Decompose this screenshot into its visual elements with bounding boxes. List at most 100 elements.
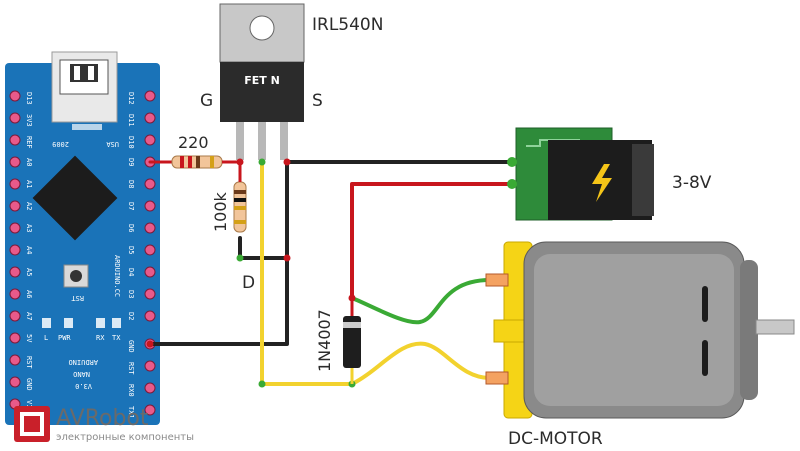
pin-3v3: 3V3 xyxy=(9,112,33,127)
drain-label: D xyxy=(242,273,255,293)
pulldown-resistor-label: 100k xyxy=(211,191,230,232)
power-label: 3-8V xyxy=(672,173,712,193)
avrobot-logo: AVRobot электронные компоненты xyxy=(14,406,194,443)
source-label: S xyxy=(312,91,323,111)
pin-d6: D6 xyxy=(127,222,156,234)
wire-ground-arduino xyxy=(148,160,289,346)
pin-a0: A0 xyxy=(9,156,33,168)
led-label-pwr: PWR xyxy=(58,334,71,342)
svg-text:D3: D3 xyxy=(127,290,135,298)
left-pin-header: D13 3V3 REF A0 A1 A2 A3 A4 A5 A6 A7 5V R… xyxy=(9,90,33,413)
svg-text:RST: RST xyxy=(127,362,135,375)
svg-text:A1: A1 xyxy=(25,180,33,188)
reset-label: RST xyxy=(71,294,84,302)
pin-d3: D3 xyxy=(127,288,156,300)
svg-text:A0: A0 xyxy=(25,158,33,166)
junction-source xyxy=(283,158,291,166)
svg-text:D7: D7 xyxy=(127,202,135,210)
dc-motor xyxy=(485,241,795,419)
svg-text:GND: GND xyxy=(25,378,33,391)
mosfet-body-label: FET N xyxy=(244,74,280,87)
svg-text:A2: A2 xyxy=(25,202,33,210)
pin-rst-left: RST xyxy=(9,354,33,369)
diode-label: 1N4007 xyxy=(315,309,334,372)
pin-d5: D5 xyxy=(127,244,156,256)
wire-positive-supply xyxy=(350,182,514,300)
gate-resistor xyxy=(171,155,240,169)
wire-green-motor xyxy=(350,278,492,325)
mosfet-irl540n: FET N xyxy=(219,3,305,160)
pin-d10: D10 xyxy=(127,134,156,149)
pin-d7: D7 xyxy=(127,200,156,212)
pin-d4: D4 xyxy=(127,266,156,278)
pin-a1: A1 xyxy=(9,178,33,190)
version-label: V3.0 xyxy=(75,382,92,390)
pin-d11: D11 xyxy=(127,112,156,127)
diode-1n4007 xyxy=(343,298,361,384)
pin-5v: 5V xyxy=(9,332,33,344)
junction-ground xyxy=(283,254,291,262)
nano-label: NANO xyxy=(73,370,90,378)
pin-ref: REF xyxy=(9,134,33,149)
svg-text:A7: A7 xyxy=(25,312,33,320)
svg-text:RST: RST xyxy=(25,356,33,369)
junction-drain xyxy=(258,158,266,166)
svg-text:GND: GND xyxy=(127,340,135,353)
pin-a3: A3 xyxy=(9,222,33,234)
pin-rst-right: RST xyxy=(127,360,156,375)
svg-text:5V: 5V xyxy=(25,334,33,343)
svg-text:D2: D2 xyxy=(127,312,135,320)
mosfet-model-label: IRL540N xyxy=(312,15,383,35)
chip-label-2009: 2009 xyxy=(52,140,69,148)
led-label-tx: TX xyxy=(112,334,121,342)
svg-text:REF: REF xyxy=(25,136,33,149)
arduino-label: ARDUINO xyxy=(68,358,98,366)
dc-power-jack xyxy=(507,127,654,221)
logo-tagline: электронные компоненты xyxy=(56,432,194,443)
pin-d8: D8 xyxy=(127,178,156,190)
pin-d12: D12 xyxy=(127,90,156,105)
junction-yellow xyxy=(258,380,266,388)
svg-text:D12: D12 xyxy=(127,92,135,105)
svg-text:D13: D13 xyxy=(25,92,33,105)
svg-text:D9: D9 xyxy=(127,158,135,166)
pin-a2: A2 xyxy=(9,200,33,212)
pin-d2: D2 xyxy=(127,310,156,322)
svg-text:D5: D5 xyxy=(127,246,135,254)
svg-text:RX0: RX0 xyxy=(127,384,135,397)
pin-a4: A4 xyxy=(9,244,33,256)
junction-pulldown xyxy=(236,254,244,262)
svg-text:3V3: 3V3 xyxy=(25,114,33,127)
svg-text:D8: D8 xyxy=(127,180,135,188)
gate-resistor-label: 220 xyxy=(178,133,209,152)
pin-a7: A7 xyxy=(9,310,33,322)
board-name-label: ARDUINO.CC xyxy=(113,255,121,297)
gate-label: G xyxy=(200,91,213,111)
svg-text:A5: A5 xyxy=(25,268,33,276)
led-label-rx: RX xyxy=(96,334,105,342)
wire-drain-yellow xyxy=(260,160,492,386)
motor-label: DC-MOTOR xyxy=(508,429,603,449)
junction-arduino-gnd xyxy=(146,340,154,348)
led-label-l: L xyxy=(44,334,48,342)
svg-text:D11: D11 xyxy=(127,114,135,127)
svg-text:A6: A6 xyxy=(25,290,33,298)
pin-rx0: RX0 xyxy=(127,382,156,397)
pin-gnd-left: GND xyxy=(9,376,33,391)
chip-label-usa: USA xyxy=(106,140,119,148)
svg-text:D10: D10 xyxy=(127,136,135,149)
svg-text:A3: A3 xyxy=(25,224,33,232)
arduino-nano-board: 2009 USA RST L PWR RX TX ARDUINO.CC ARDU… xyxy=(5,51,160,425)
svg-text:D6: D6 xyxy=(127,224,135,232)
lightning-icon xyxy=(592,164,612,202)
pulldown-resistor xyxy=(233,162,247,233)
right-pin-header: D12 D11 D10 D9 D8 D7 D6 D5 D4 D3 D2 GND … xyxy=(127,90,156,419)
junction-gate xyxy=(236,158,244,166)
wires xyxy=(148,160,514,386)
logo-name: AVRobot xyxy=(56,406,149,431)
pin-d13: D13 xyxy=(9,90,33,105)
pin-a5: A5 xyxy=(9,266,33,278)
pin-tx1: TX1 xyxy=(127,404,156,419)
svg-text:TX1: TX1 xyxy=(127,406,135,419)
